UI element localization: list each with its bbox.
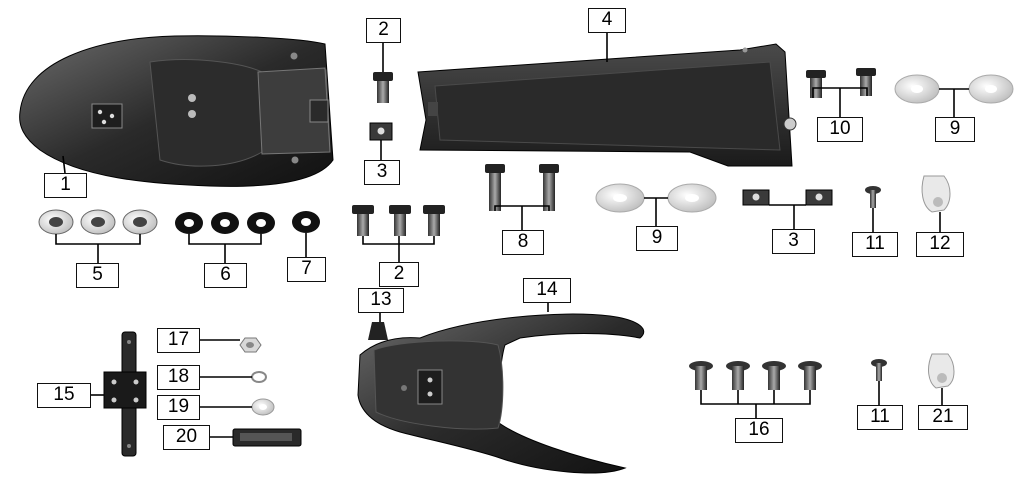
callout-5[interactable]: 5	[76, 263, 119, 288]
bolt-part	[373, 72, 393, 103]
callout-4[interactable]: 4	[588, 8, 626, 33]
callout-14[interactable]: 14	[523, 278, 571, 303]
bolt-set-part-2	[689, 361, 822, 390]
callout-13[interactable]: 13	[358, 288, 404, 313]
rubber-washer-set-part	[175, 212, 275, 234]
reflector-part	[232, 428, 302, 447]
callout-2[interactable]: 2	[366, 18, 401, 43]
license-bracket-part	[103, 331, 147, 457]
screw-part	[865, 186, 881, 208]
callout-7[interactable]: 7	[287, 257, 326, 282]
clip-nut-pair-part	[742, 189, 833, 206]
callout-10[interactable]: 10	[817, 117, 863, 142]
flat-washer-part	[251, 398, 275, 416]
callout-2[interactable]: 2	[379, 262, 419, 287]
callout-11[interactable]: 11	[852, 232, 898, 257]
callout-3[interactable]: 3	[364, 160, 400, 185]
callout-9[interactable]: 9	[636, 226, 678, 251]
callout-1[interactable]: 1	[44, 173, 87, 198]
callout-19[interactable]: 19	[157, 395, 200, 420]
rear-cowl-part	[357, 313, 645, 474]
bolt-pair-part	[806, 68, 876, 98]
callout-8[interactable]: 8	[502, 230, 544, 255]
callout-15[interactable]: 15	[37, 383, 91, 408]
nut-part	[239, 337, 262, 353]
cable-clamp-part-2	[928, 353, 955, 389]
callout-18[interactable]: 18	[157, 365, 200, 390]
callout-3[interactable]: 3	[772, 229, 815, 254]
washer-pair-part-2	[595, 183, 717, 213]
callout-21[interactable]: 21	[918, 405, 968, 430]
callout-11[interactable]: 11	[857, 405, 903, 430]
callout-16[interactable]: 16	[735, 418, 783, 443]
grommet-part	[368, 322, 388, 340]
callout-9[interactable]: 9	[935, 117, 975, 142]
lock-washer-part	[251, 371, 267, 383]
long-bolt-pair-part	[485, 164, 559, 211]
cable-clamp-part	[921, 175, 951, 213]
clip-nut-part	[369, 122, 393, 141]
washer-pair-part	[894, 74, 1014, 104]
callout-6[interactable]: 6	[204, 263, 247, 288]
rubber-washer-part	[292, 211, 320, 233]
mud-guard-plate-part	[417, 43, 797, 167]
washer-set-part	[38, 209, 158, 235]
bolt-set-part	[352, 205, 445, 236]
callout-20[interactable]: 20	[163, 425, 210, 450]
rear-fender-part	[19, 35, 334, 187]
callout-12[interactable]: 12	[916, 232, 964, 257]
callout-17[interactable]: 17	[157, 328, 200, 353]
screw-part-2	[871, 359, 887, 381]
